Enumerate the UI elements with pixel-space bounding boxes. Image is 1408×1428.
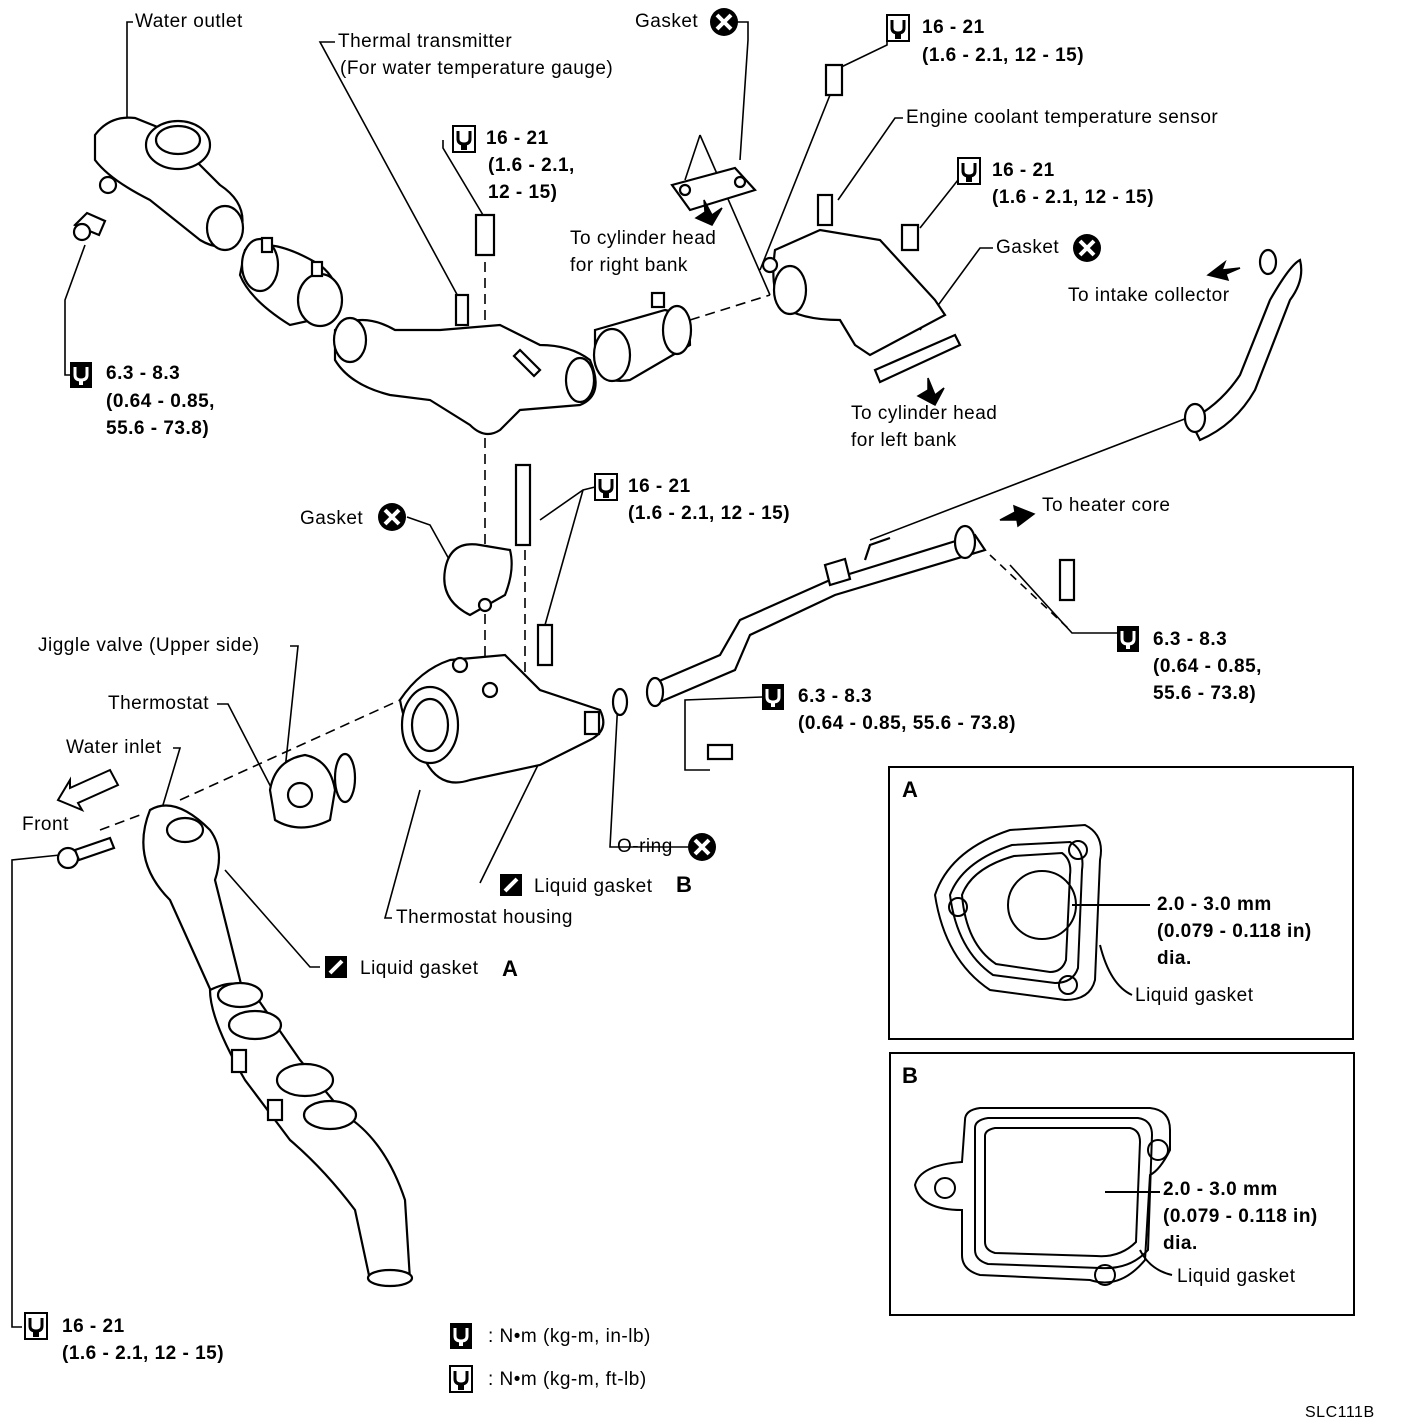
torque-ftlb-icon — [451, 124, 477, 154]
torque-4-line-1: 6.3 - 8.3 — [106, 363, 181, 384]
torque-ftlb-icon — [885, 13, 911, 43]
to-cylinder-right-line-1: To cylinder head — [570, 228, 717, 249]
detail-b-letter: B — [902, 1063, 919, 1088]
torque-3-line-1: 16 - 21 — [992, 160, 1055, 181]
liquid-gasket-icon — [323, 954, 349, 980]
detail-b-dim-3: dia. — [1163, 1233, 1198, 1254]
legend-ftlb-label: : N•m (kg-m, ft-lb) — [488, 1369, 647, 1390]
torque-6-line-2: (0.64 - 0.85, — [1153, 656, 1262, 677]
thermal-transmitter-note: (For water temperature gauge) — [340, 58, 614, 79]
to-cylinder-right-line-2: for right bank — [570, 255, 688, 276]
torque-1-line-1: 16 - 21 — [922, 17, 985, 38]
torque-inlb-icon — [68, 360, 94, 390]
liquid-gasket-b-label: Liquid gasket — [534, 876, 653, 897]
to-heater-core-label: To heater core — [1042, 495, 1171, 516]
gasket-mid-label: Gasket — [300, 508, 364, 529]
torque-7-line-1: 6.3 - 8.3 — [798, 686, 873, 707]
detail-a-dim-3: dia. — [1157, 948, 1192, 969]
torque-3-line-2: (1.6 - 2.1, 12 - 15) — [992, 187, 1155, 208]
to-intake-collector-label: To intake collector — [1068, 285, 1230, 306]
water-outlet-label: Water outlet — [135, 11, 243, 32]
torque-7-line-2: (0.64 - 0.85, 55.6 - 73.8) — [798, 713, 1016, 734]
detail-a-dim-2: (0.079 - 0.118 in) — [1157, 921, 1312, 942]
liquid-gasket-b-letter: B — [676, 872, 693, 897]
torque-2-line-3: 12 - 15) — [488, 182, 558, 203]
torque-ftlb-icon — [23, 1311, 49, 1341]
legend-inlb-label: : N•m (kg-m, in-lb) — [488, 1326, 651, 1347]
detail-a-dim-1: 2.0 - 3.0 mm — [1157, 894, 1272, 915]
detail-b-drawing — [913, 1107, 1173, 1286]
torque-5-line-1: 16 - 21 — [628, 476, 691, 497]
torque-6-line-3: 55.6 - 73.8) — [1153, 683, 1257, 704]
front-arrow-icon — [56, 768, 120, 813]
thermostat-label: Thermostat — [108, 693, 210, 714]
liquid-gasket-a-label: Liquid gasket — [360, 958, 479, 979]
detail-a-letter: A — [902, 777, 919, 802]
detail-a-drawing — [933, 823, 1150, 1002]
torque-inlb-icon — [760, 682, 786, 712]
torque-2-line-2: (1.6 - 2.1, — [488, 155, 575, 176]
detail-b-liquid-gasket-label: Liquid gasket — [1177, 1266, 1296, 1287]
detail-b-box — [889, 1052, 1355, 1316]
torque-6-line-1: 6.3 - 8.3 — [1153, 629, 1228, 650]
torque-ftlb-icon — [448, 1364, 474, 1394]
jiggle-valve-label: Jiggle valve (Upper side) — [38, 635, 260, 656]
torque-ftlb-icon — [956, 156, 982, 186]
torque-5-line-2: (1.6 - 2.1, 12 - 15) — [628, 503, 791, 524]
to-cylinder-left-line-1: To cylinder head — [851, 403, 998, 424]
torque-ftlb-icon — [593, 472, 619, 502]
replace-part-icon — [708, 6, 740, 38]
replace-part-icon — [376, 501, 408, 533]
o-ring-label: O-ring — [617, 836, 673, 857]
gasket-top-label: Gasket — [635, 11, 699, 32]
ect-sensor-label: Engine coolant temperature sensor — [906, 107, 1219, 128]
torque-1-line-2: (1.6 - 2.1, 12 - 15) — [922, 45, 1085, 66]
replace-part-icon — [1071, 232, 1103, 264]
torque-4-line-2: (0.64 - 0.85, — [106, 391, 215, 412]
detail-a-box — [888, 766, 1354, 1040]
front-label: Front — [22, 814, 69, 835]
detail-a-liquid-gasket-label: Liquid gasket — [1135, 985, 1254, 1006]
torque-inlb-icon — [1115, 624, 1141, 654]
to-cylinder-left-line-2: for left bank — [851, 430, 957, 451]
direction-arrow-icon — [694, 199, 1241, 528]
torque-8-line-2: (1.6 - 2.1, 12 - 15) — [62, 1343, 225, 1364]
gasket-right-label: Gasket — [996, 237, 1060, 258]
detail-b-dim-1: 2.0 - 3.0 mm — [1163, 1179, 1278, 1200]
torque-inlb-icon — [448, 1321, 474, 1351]
liquid-gasket-icon — [498, 872, 524, 898]
torque-2-line-1: 16 - 21 — [486, 128, 549, 149]
replace-part-icon — [686, 831, 718, 863]
torque-8-line-1: 16 - 21 — [62, 1316, 125, 1337]
torque-4-line-3: 55.6 - 73.8) — [106, 418, 210, 439]
water-inlet-label: Water inlet — [66, 737, 162, 758]
figure-code: SLC111B — [1305, 1404, 1375, 1421]
detail-b-dim-2: (0.079 - 0.118 in) — [1163, 1206, 1318, 1227]
liquid-gasket-a-letter: A — [502, 956, 519, 981]
thermostat-housing-label: Thermostat housing — [396, 907, 573, 928]
thermal-transmitter-label: Thermal transmitter — [338, 31, 513, 52]
